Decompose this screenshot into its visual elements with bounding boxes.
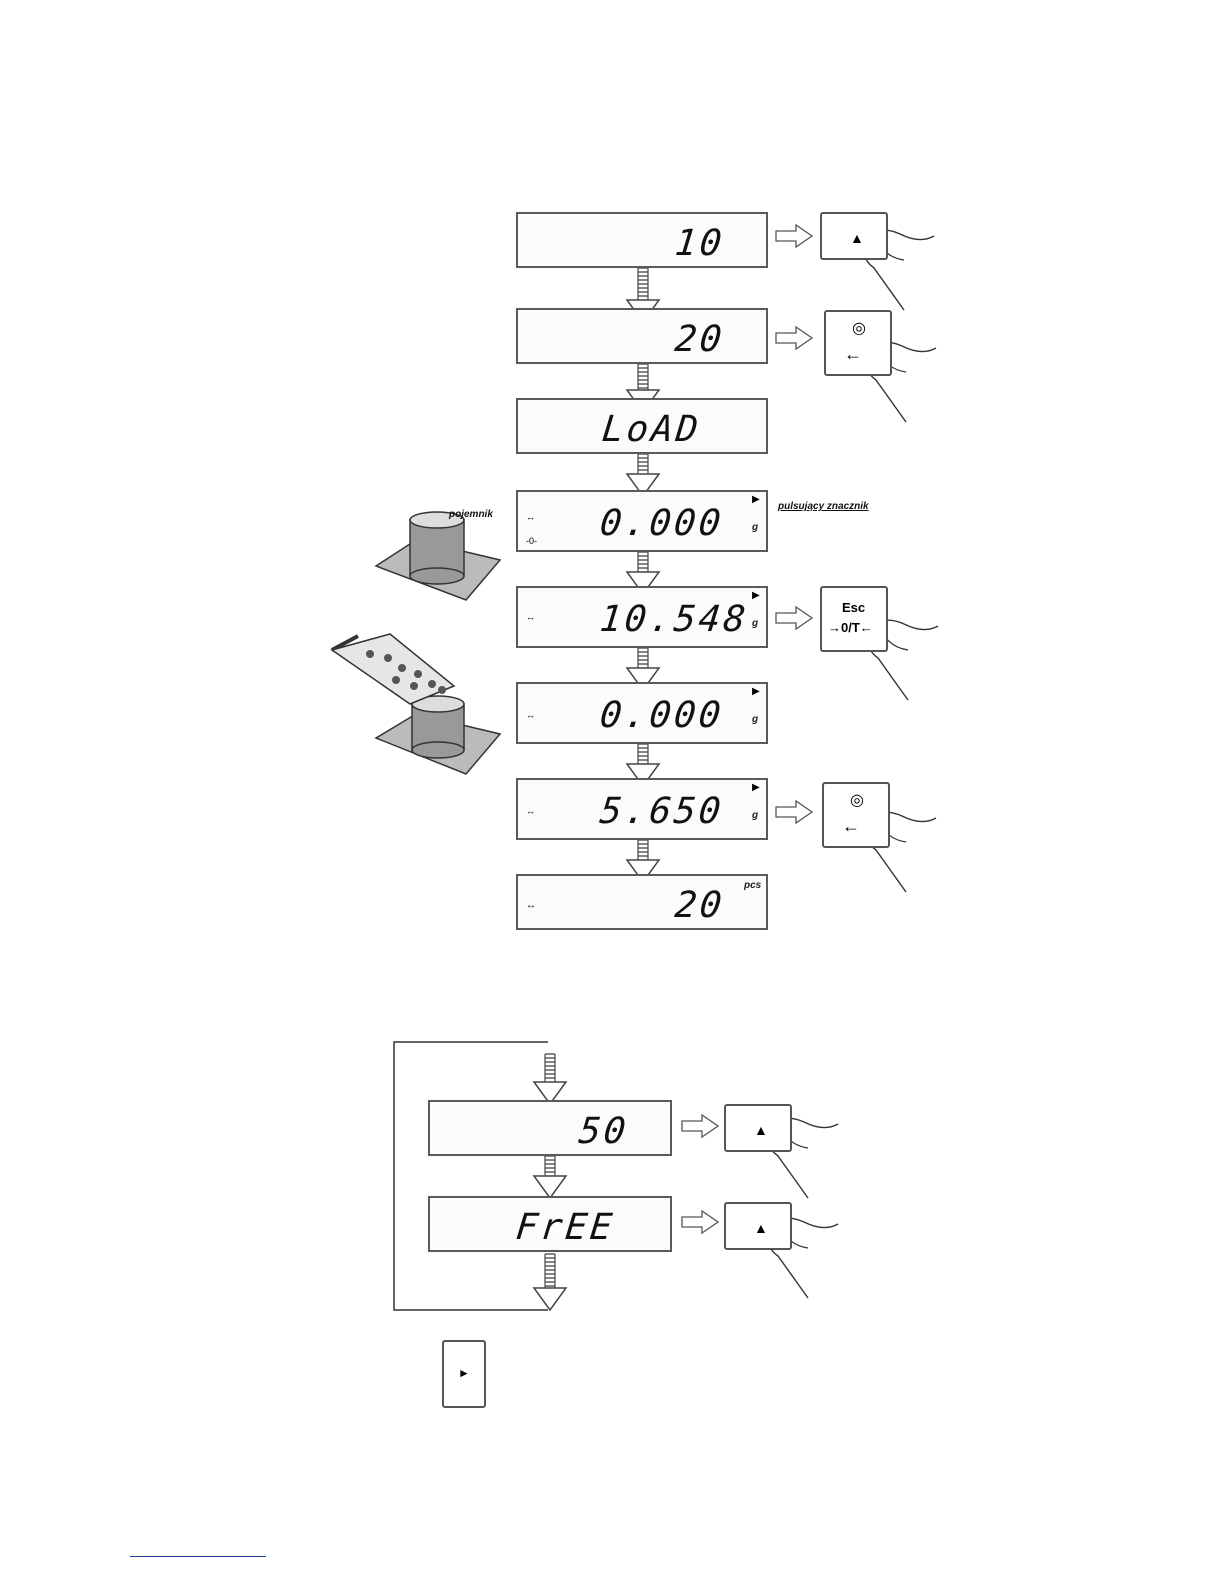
- esc-label: Esc: [842, 600, 865, 615]
- display-9: 50: [428, 1100, 672, 1156]
- pulsing-marker-icon: ▶: [752, 782, 760, 793]
- stability-icon: ↔: [526, 806, 535, 816]
- display-2: 20: [516, 308, 768, 364]
- display-5: ↔ 10.548 ▶ g: [516, 586, 768, 648]
- pulsing-marker-icon: ▶: [752, 494, 760, 505]
- up-arrow-icon: ▲: [754, 1220, 768, 1236]
- enter-arrow-icon: ←: [844, 344, 862, 365]
- display-4: ↔ -0- 0.000 ▶ g: [516, 490, 768, 552]
- up-arrow-icon: ▲: [850, 230, 864, 246]
- stability-icon: ↔: [526, 710, 535, 720]
- display-10: FrEE: [428, 1196, 672, 1252]
- stability-icon: ↔: [526, 512, 535, 522]
- right-arrow-icon: ►: [458, 1366, 470, 1380]
- enter-key-2[interactable]: ◎ ←: [822, 782, 890, 848]
- display-5-value: 10.548: [598, 602, 750, 638]
- enter-arrow-icon: ←: [842, 816, 860, 837]
- stability-icon: ↔: [526, 612, 535, 622]
- display-4-value: 0.000: [598, 506, 725, 542]
- display-3-value: LoAD: [600, 412, 702, 448]
- display-6: ↔ 0.000 ▶ g: [516, 682, 768, 744]
- unit-g-7: g: [752, 810, 758, 821]
- tare-label: →0/T←: [828, 620, 873, 635]
- right-arrow-key[interactable]: ►: [442, 1340, 486, 1408]
- up-key-1[interactable]: ▲: [820, 212, 888, 260]
- display-3: LoAD: [516, 398, 768, 454]
- pulsing-marker-icon: ▶: [752, 590, 760, 601]
- display-6-value: 0.000: [598, 698, 725, 734]
- footer-rule: [130, 1556, 266, 1557]
- up-key-2[interactable]: ▲: [724, 1104, 792, 1152]
- display-1-value: 10: [673, 226, 726, 262]
- pouring-samples-illustration: [330, 628, 510, 788]
- pulsing-marker-icon: ▶: [752, 686, 760, 697]
- display-2-value: 20: [673, 322, 726, 358]
- display-10-value: FrEE: [514, 1210, 616, 1246]
- container-label: pojemnik: [449, 509, 493, 520]
- esc-tare-key[interactable]: Esc →0/T←: [820, 586, 888, 652]
- display-8-value: 20: [673, 888, 726, 924]
- display-7: ↔ 5.650 ▶ g: [516, 778, 768, 840]
- stability-icon: ↔: [526, 900, 536, 911]
- up-arrow-icon: ▲: [754, 1122, 768, 1138]
- display-1: 10: [516, 212, 768, 268]
- unit-g-5: g: [752, 618, 758, 629]
- zero-icon: -0-: [526, 536, 537, 546]
- print-icon: ◎: [852, 318, 866, 338]
- up-key-3[interactable]: ▲: [724, 1202, 792, 1250]
- unit-g-6: g: [752, 714, 758, 725]
- display-9-value: 50: [577, 1114, 630, 1150]
- display-7-value: 5.650: [598, 794, 725, 830]
- pulsing-marker-label: pulsujący znacznik: [778, 501, 869, 512]
- print-icon: ◎: [850, 790, 864, 810]
- unit-g-4: g: [752, 522, 758, 533]
- unit-pcs: pcs: [744, 880, 761, 891]
- enter-key-1[interactable]: ◎ ←: [824, 310, 892, 376]
- display-8: ↔ 20 pcs: [516, 874, 768, 930]
